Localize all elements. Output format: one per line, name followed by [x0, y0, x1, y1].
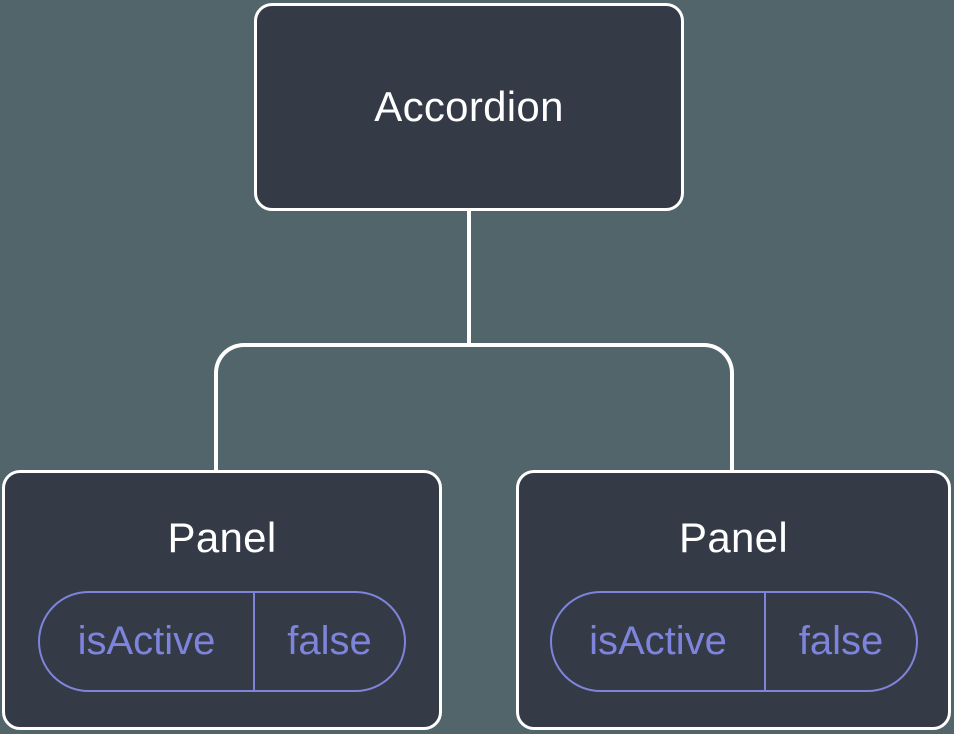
panel-left-state-value: false — [287, 619, 372, 663]
panel-left-state-key: isActive — [40, 593, 255, 690]
panel-left-label: Panel — [167, 514, 277, 561]
panel-node-left: Panel isActive false — [2, 470, 442, 730]
panel-left-state-pill: isActive false — [38, 591, 406, 692]
accordion-node: Accordion — [254, 3, 684, 211]
panel-node-right: Panel isActive false — [516, 470, 951, 730]
panel-right-state-value: false — [798, 619, 884, 663]
accordion-node-label: Accordion — [374, 83, 564, 130]
connector-branch-line — [214, 343, 734, 470]
panel-right-label: Panel — [679, 514, 788, 561]
panel-right-state-key: isActive — [552, 593, 767, 690]
connector-stem-line — [467, 209, 471, 345]
panel-right-state-pill: isActive false — [549, 591, 918, 692]
